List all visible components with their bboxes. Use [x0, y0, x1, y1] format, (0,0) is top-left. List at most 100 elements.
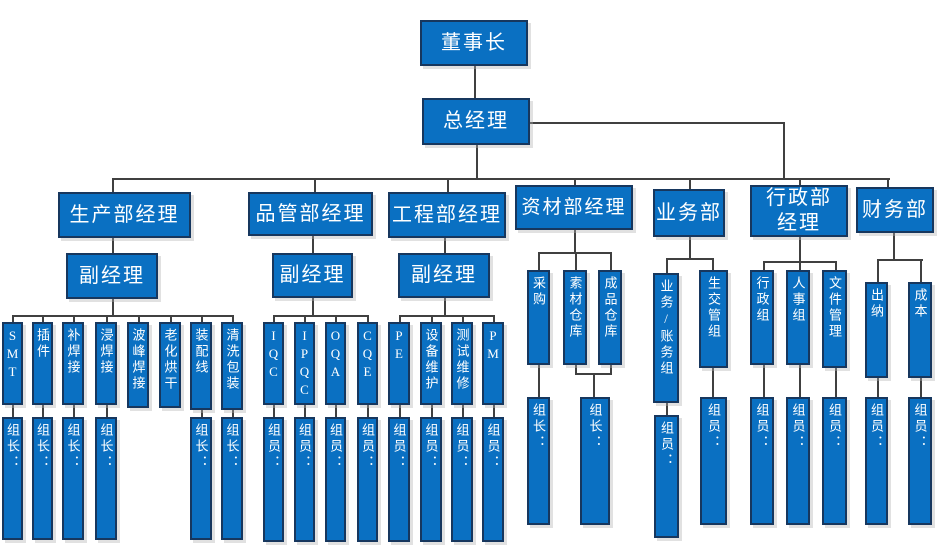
org-node-label: 组员： [912, 403, 928, 451]
org-node-cqe-team: CQE [357, 322, 378, 405]
org-node-raw-material-warehouse: 素材仓库 [563, 270, 587, 365]
org-node-cleaning-leader: 组长： [221, 417, 243, 540]
org-node-oqa-member: 组员： [325, 417, 346, 542]
connector-line [689, 237, 691, 260]
connector-line [304, 405, 306, 419]
connector-line [763, 261, 765, 272]
org-node-label: 成本 [912, 288, 928, 320]
org-node-admin-dept-manager: 行政部 经理 [750, 185, 848, 237]
org-node-business-accounts-member: 组员： [654, 415, 679, 538]
org-node-label: 设备维护 [423, 328, 439, 392]
org-node-smt-line: SMT [2, 322, 23, 405]
org-node-hr-team: 人事组 [786, 270, 810, 365]
connector-line [314, 178, 316, 194]
connector-line [431, 315, 433, 324]
connector-line [232, 410, 234, 419]
connector-line [462, 315, 464, 324]
org-node-label: 组员： [266, 423, 281, 471]
org-node-label: 采购 [531, 276, 546, 308]
connector-line [610, 252, 612, 272]
org-node-label: 组长： [193, 423, 209, 471]
connector-line [447, 178, 449, 194]
connector-line [712, 258, 714, 272]
connector-line [73, 405, 75, 419]
org-node-equipment-maintenance: 设备维护 [420, 322, 442, 405]
connector-line [273, 315, 369, 317]
connector-line [574, 230, 576, 254]
org-node-label: 组员： [454, 423, 470, 471]
connector-line [575, 365, 577, 375]
connector-line [799, 237, 801, 263]
org-node-production-dept-manager: 生产部经理 [58, 192, 191, 238]
connector-line [575, 252, 577, 272]
org-node-aging-baking: 老化烘干 [159, 322, 181, 408]
connector-line [273, 315, 275, 324]
connector-line [666, 258, 668, 275]
org-node-label: 组长： [587, 403, 603, 451]
connector-line [763, 365, 765, 399]
org-node-label: 组员： [328, 423, 343, 471]
org-node-label: IQC [266, 328, 281, 382]
connector-line [476, 145, 478, 180]
connector-line [201, 410, 203, 419]
connector-line [538, 252, 540, 272]
connector-line [112, 238, 114, 255]
org-node-cqe-member: 组员： [357, 417, 378, 542]
org-node-label: PE [391, 328, 407, 364]
org-node-test-repair: 测试维修 [451, 322, 473, 405]
connector-line [444, 238, 446, 255]
connector-line [877, 378, 879, 399]
connector-line [12, 405, 14, 419]
org-node-materials-dept-manager: 资材部经理 [515, 185, 633, 230]
org-node-assembly-line: 装配线 [190, 322, 212, 410]
org-node-business-accounts-team: 业务/账务组 [653, 273, 679, 403]
org-node-label: 业务/账务组 [658, 279, 674, 377]
connector-line [112, 178, 890, 180]
org-node-label: 副经理 [411, 264, 477, 286]
org-node-oqa-team: OQA [325, 322, 346, 405]
org-node-label: 清洗包装 [224, 328, 240, 392]
org-node-pm-member: 组员： [482, 417, 504, 542]
org-node-insertion-line: 插件 [32, 322, 53, 405]
org-node-label: 生产部经理 [69, 203, 180, 226]
org-node-purchasing-leader: 组长： [527, 397, 550, 525]
connector-line [112, 299, 114, 317]
connector-line [835, 261, 837, 272]
connector-line [593, 373, 595, 399]
org-node-smt-leader: 组长： [2, 417, 23, 540]
org-node-label: 组员： [360, 423, 375, 471]
org-node-label: 行政部 经理 [766, 187, 832, 234]
org-node-label: 波峰焊接 [130, 328, 146, 392]
org-node-hr-member: 组员： [786, 397, 810, 525]
connector-line [920, 259, 922, 284]
org-node-dip-soldering: 浸焊接 [95, 322, 117, 405]
org-node-label: 组员： [827, 403, 842, 451]
org-node-label: 补焊接 [65, 328, 81, 376]
org-node-label: 生交管组 [706, 276, 721, 340]
connector-line [312, 298, 314, 317]
org-node-cashier: 出纳 [865, 282, 888, 378]
org-node-label: 组员： [485, 423, 501, 471]
org-node-label: 测试维修 [454, 328, 470, 392]
org-node-general-manager: 总经理 [422, 98, 530, 145]
org-node-label: 组长： [98, 423, 114, 471]
connector-line [431, 405, 433, 419]
connector-line [610, 365, 612, 375]
org-node-label: 素材仓库 [567, 276, 583, 340]
connector-line [273, 405, 275, 419]
connector-line [493, 315, 495, 324]
org-node-cashier-member: 组员： [865, 397, 888, 525]
org-node-label: 组员： [391, 423, 407, 471]
org-node-label: OQA [328, 328, 343, 382]
org-node-label: 总经理 [443, 110, 509, 132]
connector-line [783, 122, 785, 180]
org-node-label: SMT [5, 328, 20, 382]
org-node-label: 出纳 [869, 288, 884, 320]
org-node-label: 人事组 [790, 276, 806, 324]
connector-line [367, 315, 369, 324]
org-node-engineering-dept-manager: 工程部经理 [388, 192, 506, 238]
connector-line [920, 378, 922, 399]
org-node-cost-member: 组员： [908, 397, 932, 525]
org-node-iqc-team: IQC [263, 322, 284, 405]
org-node-ipqc-team: IPQC [294, 322, 315, 405]
